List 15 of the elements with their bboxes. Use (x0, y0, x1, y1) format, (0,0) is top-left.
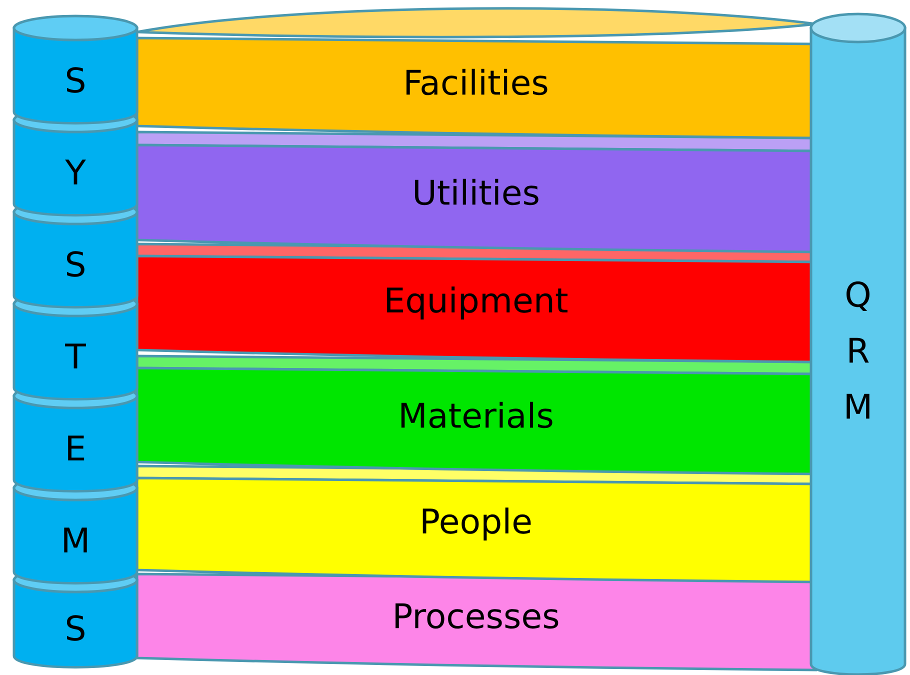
cylinder-segment: Y (12, 106, 138, 216)
band-disc: Utilities (136, 130, 818, 254)
node-label: S (66, 615, 84, 641)
cylinder-segment: E (12, 382, 138, 492)
cylinder-segment: S (12, 198, 138, 308)
cylinder-segment: S (12, 566, 138, 668)
band-disc: Facilities (136, 7, 818, 140)
band-disc: Processes (136, 572, 818, 672)
cylinder: Q R M (810, 12, 906, 675)
band-disc: Materials (136, 354, 818, 476)
band-disc: People (136, 464, 818, 584)
cylinder-segment: S (12, 14, 138, 124)
cylinder-segment: T (12, 290, 138, 400)
band-disc: Equipment (136, 242, 818, 364)
cylinder-segment: M (12, 474, 138, 584)
